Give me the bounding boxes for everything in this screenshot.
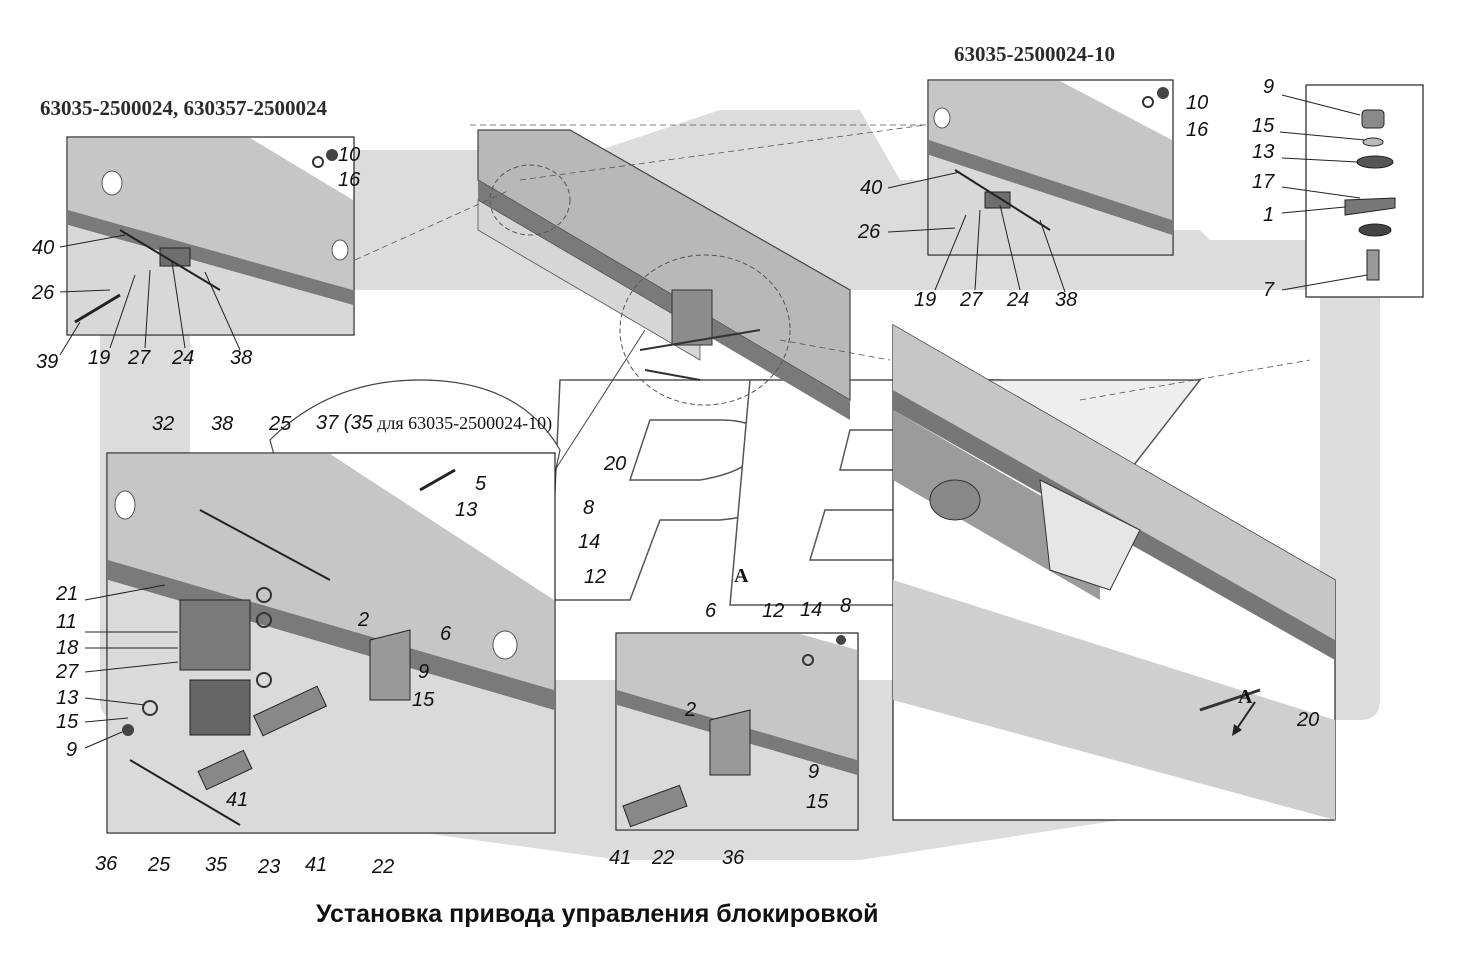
callout-main-15: 15	[56, 711, 79, 733]
callout-tr-10: 10	[1186, 92, 1209, 114]
callout-main-2: 2	[358, 609, 370, 631]
callout-center-14: 14	[578, 531, 601, 553]
callout-tl-19: 19	[88, 347, 111, 369]
callout-tr-24: 24	[1007, 289, 1030, 311]
panel-main-detail	[106, 452, 556, 834]
callout-kit-17: 17	[1252, 171, 1275, 193]
callout-tr-19: 19	[914, 289, 937, 311]
callout-small-6: 6	[705, 600, 717, 622]
callout-center-13: 13	[455, 499, 478, 521]
callout-center-8: 8	[583, 497, 595, 519]
callout-tr-38: 38	[1055, 289, 1078, 311]
callout-main-21: 21	[56, 583, 79, 605]
callout-main-9: 9	[66, 739, 78, 761]
callout-small-8: 8	[840, 595, 852, 617]
callout-small-12: 12	[762, 600, 785, 622]
panel-small-detail	[615, 632, 859, 831]
callout-tl-26: 26	[32, 282, 55, 304]
view-letter-a-right: A	[1238, 686, 1253, 708]
panel-view-a	[892, 323, 1336, 821]
callout-main-23: 23	[258, 856, 281, 878]
callout-tr-26: 26	[858, 221, 881, 243]
overview-frame-rail	[354, 124, 930, 471]
leader-lines	[59, 94, 1368, 749]
panel-top-left	[66, 136, 355, 336]
callout-tl-27: 27	[128, 347, 151, 369]
callout-small-41: 41	[609, 847, 632, 869]
callout-kit-7: 7	[1263, 279, 1275, 301]
callout-37-variant-text: для 63035-2500024-10)	[372, 413, 553, 433]
callout-tl-16: 16	[338, 169, 361, 191]
panel-top-right	[927, 79, 1174, 256]
callout-tl-39: 39	[36, 351, 59, 373]
callout-small-14: 14	[800, 599, 823, 621]
callout-small-22: 22	[652, 847, 675, 869]
callout-small-15: 15	[806, 791, 829, 813]
callout-tl-40: 40	[32, 237, 55, 259]
callout-main-35: 35	[205, 854, 228, 876]
callout-main-25b: 25	[148, 854, 171, 876]
panel-code-label-right: 63035-2500024-10	[954, 42, 1115, 66]
callout-kit-9: 9	[1263, 76, 1275, 98]
callout-main-22: 22	[372, 856, 395, 878]
diagram-caption: Установка привода управления блокировкой	[316, 900, 879, 928]
callout-37-variant-number: 35	[350, 412, 373, 434]
callout-37-note: 37 (35 для 63035-2500024-10)	[316, 412, 552, 435]
callout-center-5: 5	[475, 473, 487, 495]
callout-main-13: 13	[56, 687, 79, 709]
callout-main-32: 32	[152, 413, 175, 435]
callout-kit-1: 1	[1263, 204, 1275, 226]
callout-tr-40: 40	[860, 177, 883, 199]
callout-main-27: 27	[56, 661, 79, 683]
view-letter-a-center: A	[734, 565, 749, 587]
callout-tl-10: 10	[338, 144, 361, 166]
callout-tr-27: 27	[960, 289, 983, 311]
callout-center-20: 20	[604, 453, 627, 475]
callout-small-9: 9	[808, 761, 820, 783]
callout-37-number: 37 (	[316, 412, 351, 434]
callout-tl-38: 38	[230, 347, 253, 369]
callout-tl-24: 24	[172, 347, 195, 369]
panel-fastener-kit	[1305, 84, 1424, 298]
callout-main-11: 11	[56, 611, 77, 633]
callout-main-6: 6	[440, 623, 452, 645]
panel-code-label-left: 63035-2500024, 630357-2500024	[40, 96, 327, 120]
callout-small-36: 36	[722, 847, 745, 869]
callout-main-15b: 15	[412, 689, 435, 711]
callout-right-20: 20	[1297, 709, 1320, 731]
callout-small-2: 2	[685, 699, 697, 721]
callout-main-38: 38	[211, 413, 234, 435]
callout-main-25: 25	[269, 413, 292, 435]
callout-main-9b: 9	[418, 661, 430, 683]
callout-tr-16: 16	[1186, 119, 1209, 141]
callout-main-18: 18	[56, 637, 79, 659]
callout-kit-13: 13	[1252, 141, 1275, 163]
callout-kit-15: 15	[1252, 115, 1275, 137]
callout-center-12: 12	[584, 566, 607, 588]
callout-main-41b: 41	[305, 854, 328, 876]
callout-main-36: 36	[95, 853, 118, 875]
callout-main-41: 41	[226, 789, 249, 811]
